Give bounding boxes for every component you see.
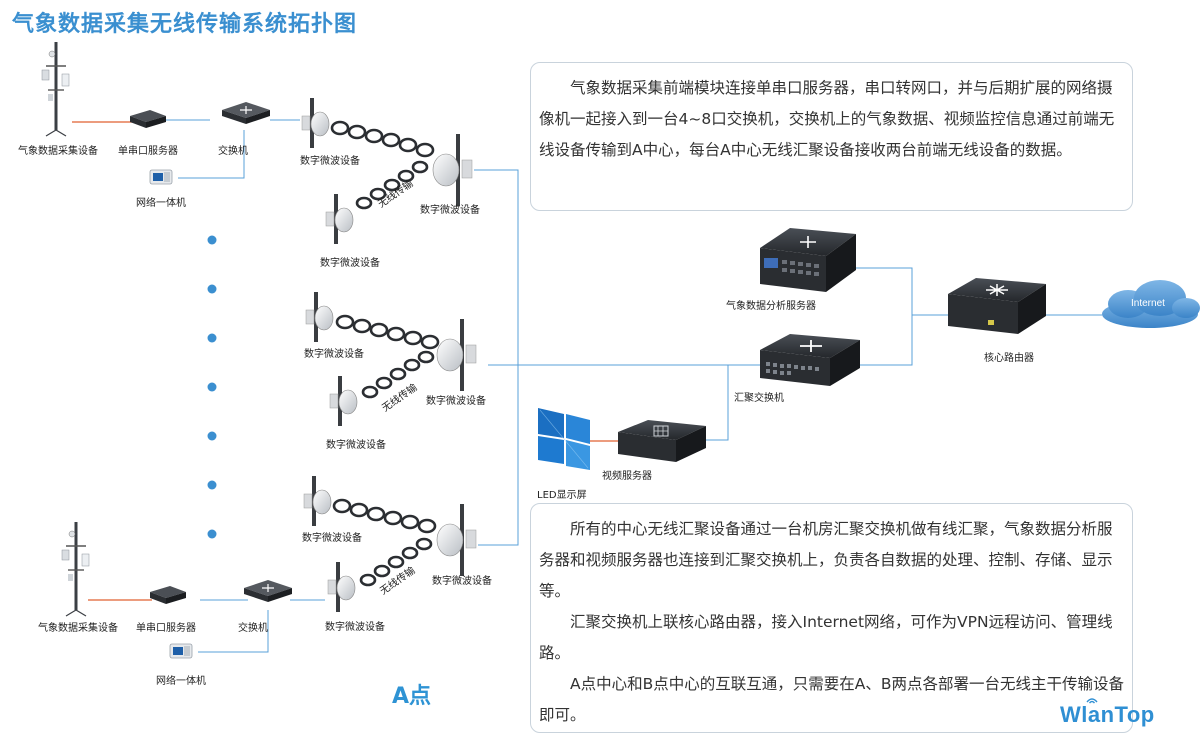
description-bottom-para-2: 汇聚交换机上联核心路由器，接入Internet网络，可作为VPN远程访问、管理线… (539, 613, 1113, 662)
led-screen-label: LED显示屏 (537, 490, 587, 501)
weather-station-icon-top (41, 41, 70, 137)
switch-label-bot: 交换机 (238, 623, 268, 634)
pc-label-top: 网络一体机 (136, 198, 186, 209)
description-bottom-para-3: A点中心和B点中心的互联互通，只需要在A、B两点各部署一台无线主干传输设备即可。 (539, 675, 1124, 724)
collector-label-top: 气象数据采集设备 (18, 146, 98, 157)
microwave-icon-top-b (432, 133, 473, 207)
wireless-chain-top (330, 120, 435, 158)
core-router-icon (948, 278, 1046, 334)
microwave-icon-top-a (301, 97, 330, 149)
analysis-server-icon (760, 228, 856, 292)
switch-label-top: 交换机 (218, 146, 248, 157)
microwave-icon-bot-b (436, 503, 477, 577)
serial-cables (72, 121, 622, 601)
microwave-label-bot-b: 数字微波设备 (432, 576, 492, 587)
aggregation-switch-label: 汇聚交换机 (734, 393, 784, 404)
wireless-chain-top-2 (355, 160, 429, 210)
wireless-chain-mid (335, 314, 440, 350)
point-a-label: A点 (392, 684, 432, 709)
microwave-icon-top-c (325, 193, 354, 245)
video-server-icon (618, 420, 706, 462)
internet-cloud-icon (1102, 280, 1200, 328)
connection-lines (160, 119, 1102, 653)
microwave-label-bot-c: 数字微波设备 (325, 622, 385, 633)
description-box-bottom: 所有的中心无线汇聚设备通过一台机房汇聚交换机做有线汇聚，气象数据分析服务器和视频… (530, 503, 1133, 733)
collector-label-bot: 气象数据采集设备 (38, 623, 118, 634)
serial-server-label-top: 单串口服务器 (118, 146, 178, 157)
diagram-title: 气象数据采集无线传输系统拓扑图 (12, 12, 358, 37)
led-screen-icon (538, 408, 590, 470)
weather-station-icon-bot (61, 521, 90, 617)
wlantop-logo: WlanTop (1060, 702, 1155, 727)
continuation-dots (207, 235, 217, 539)
switch-icon-top (221, 101, 271, 125)
microwave-label-mid-c: 数字微波设备 (326, 440, 386, 451)
description-top-text: 气象数据采集前端模块连接单串口服务器，串口转网口，并与后期扩展的网络摄像机一起接… (539, 79, 1115, 159)
microwave-icon-mid-a (305, 291, 334, 343)
wifi-icon (1086, 698, 1098, 704)
switch-icon-bot (243, 579, 293, 603)
microwave-label-top-c: 数字微波设备 (320, 258, 380, 269)
microwave-label-mid-b: 数字微波设备 (426, 396, 486, 407)
microwave-icon-mid-b (436, 318, 477, 392)
description-box-top: 气象数据采集前端模块连接单串口服务器，串口转网口，并与后期扩展的网络摄像机一起接… (530, 62, 1133, 211)
serial-server-label-bot: 单串口服务器 (136, 623, 196, 634)
microwave-label-top-b: 数字微波设备 (420, 205, 480, 216)
analysis-server-label: 气象数据分析服务器 (726, 301, 816, 312)
microwave-label-bot-a: 数字微波设备 (302, 533, 362, 544)
microwave-icon-bot-a (303, 475, 332, 527)
microwave-label-top-a: 数字微波设备 (300, 156, 360, 167)
microwave-icon-bot-c (327, 561, 356, 613)
video-server-label: 视频服务器 (602, 471, 652, 482)
microwave-label-mid-a: 数字微波设备 (304, 349, 364, 360)
wireless-chain-mid-2 (361, 350, 435, 399)
serial-server-icon-top (130, 110, 166, 128)
wireless-chain-bot (332, 498, 437, 534)
pc-icon-bot (169, 643, 193, 659)
pc-label-bot: 网络一体机 (156, 676, 206, 687)
internet-label: Internet (1131, 298, 1165, 309)
description-bottom-para-1: 所有的中心无线汇聚设备通过一台机房汇聚交换机做有线汇聚，气象数据分析服务器和视频… (539, 520, 1113, 600)
microwave-icon-mid-c (329, 375, 358, 427)
core-router-label: 核心路由器 (984, 353, 1034, 364)
serial-server-icon-bot (150, 586, 186, 604)
pc-icon-top (149, 169, 173, 185)
wireless-chain-bot-2 (359, 537, 433, 587)
aggregation-switch-icon (760, 334, 860, 386)
